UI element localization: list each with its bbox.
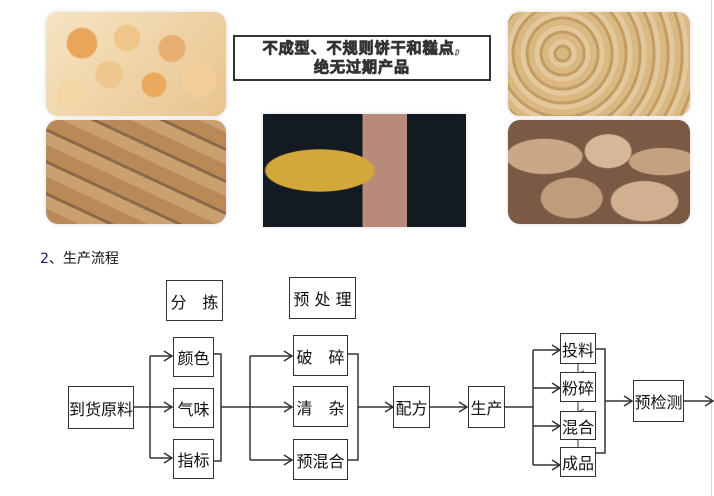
- photo-packaged-wafers: [263, 114, 466, 227]
- connector-production-collect: [596, 348, 606, 454]
- connector-sorting-collect: [214, 353, 222, 462]
- group-label-pretreatment: 预 处 理: [289, 277, 356, 319]
- photo-broken-biscuits: [46, 120, 226, 224]
- production-item-grind: 粉碎: [560, 372, 596, 402]
- caption-line-2: 绝无过期产品: [313, 58, 410, 77]
- section-title: 、生产流程: [48, 251, 119, 267]
- production-item-mix: 混合: [560, 411, 596, 440]
- photo-flaked-material: [508, 12, 690, 116]
- sorting-item-index: 指标: [173, 439, 214, 479]
- production-item-feed: 投料: [560, 333, 596, 364]
- pretreat-item-premix: 预混合: [293, 439, 348, 480]
- step-raw-material-arrival: 到货原料: [68, 386, 134, 429]
- step-production: 生产: [468, 386, 505, 428]
- sorting-item-color: 颜色: [173, 337, 214, 377]
- group-label-sorting: 分 拣: [166, 280, 223, 321]
- pretreat-item-clean: 清 杂: [293, 386, 348, 427]
- photo-baby-biscuits: [46, 12, 226, 116]
- connector-pretreat-collect: [348, 353, 359, 461]
- pretreat-item-crush: 破 碎: [293, 335, 348, 376]
- caption-line-1: 不成型、不规则饼干和糕点,: [262, 39, 462, 58]
- product-description-caption: 不成型、不规则饼干和糕点, 绝无过期产品: [233, 35, 491, 81]
- step-pre-inspection: 预检测: [633, 380, 684, 422]
- photo-clumped-pastry: [508, 120, 690, 224]
- page-edge-divider: [711, 0, 712, 496]
- section-heading: 2、生产流程: [40, 248, 119, 268]
- step-formula: 配方: [393, 386, 430, 428]
- section-number: 2: [40, 251, 49, 267]
- sorting-item-smell: 气味: [173, 388, 214, 428]
- production-item-finished: 成品: [560, 447, 596, 477]
